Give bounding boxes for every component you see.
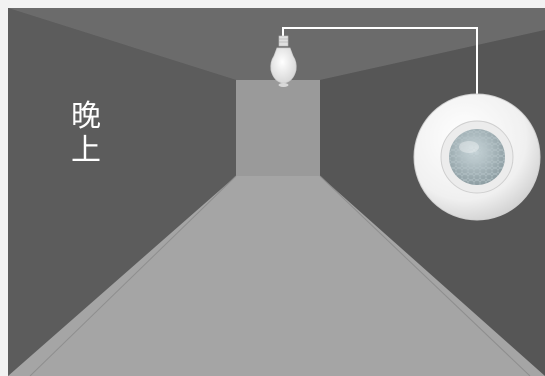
motion-sensor-icon — [414, 94, 540, 220]
back-wall — [236, 80, 320, 176]
caption-line-1: 晚 — [66, 100, 106, 134]
night-caption: 晚 上 — [66, 100, 106, 168]
caption-line-2: 上 — [66, 134, 106, 168]
